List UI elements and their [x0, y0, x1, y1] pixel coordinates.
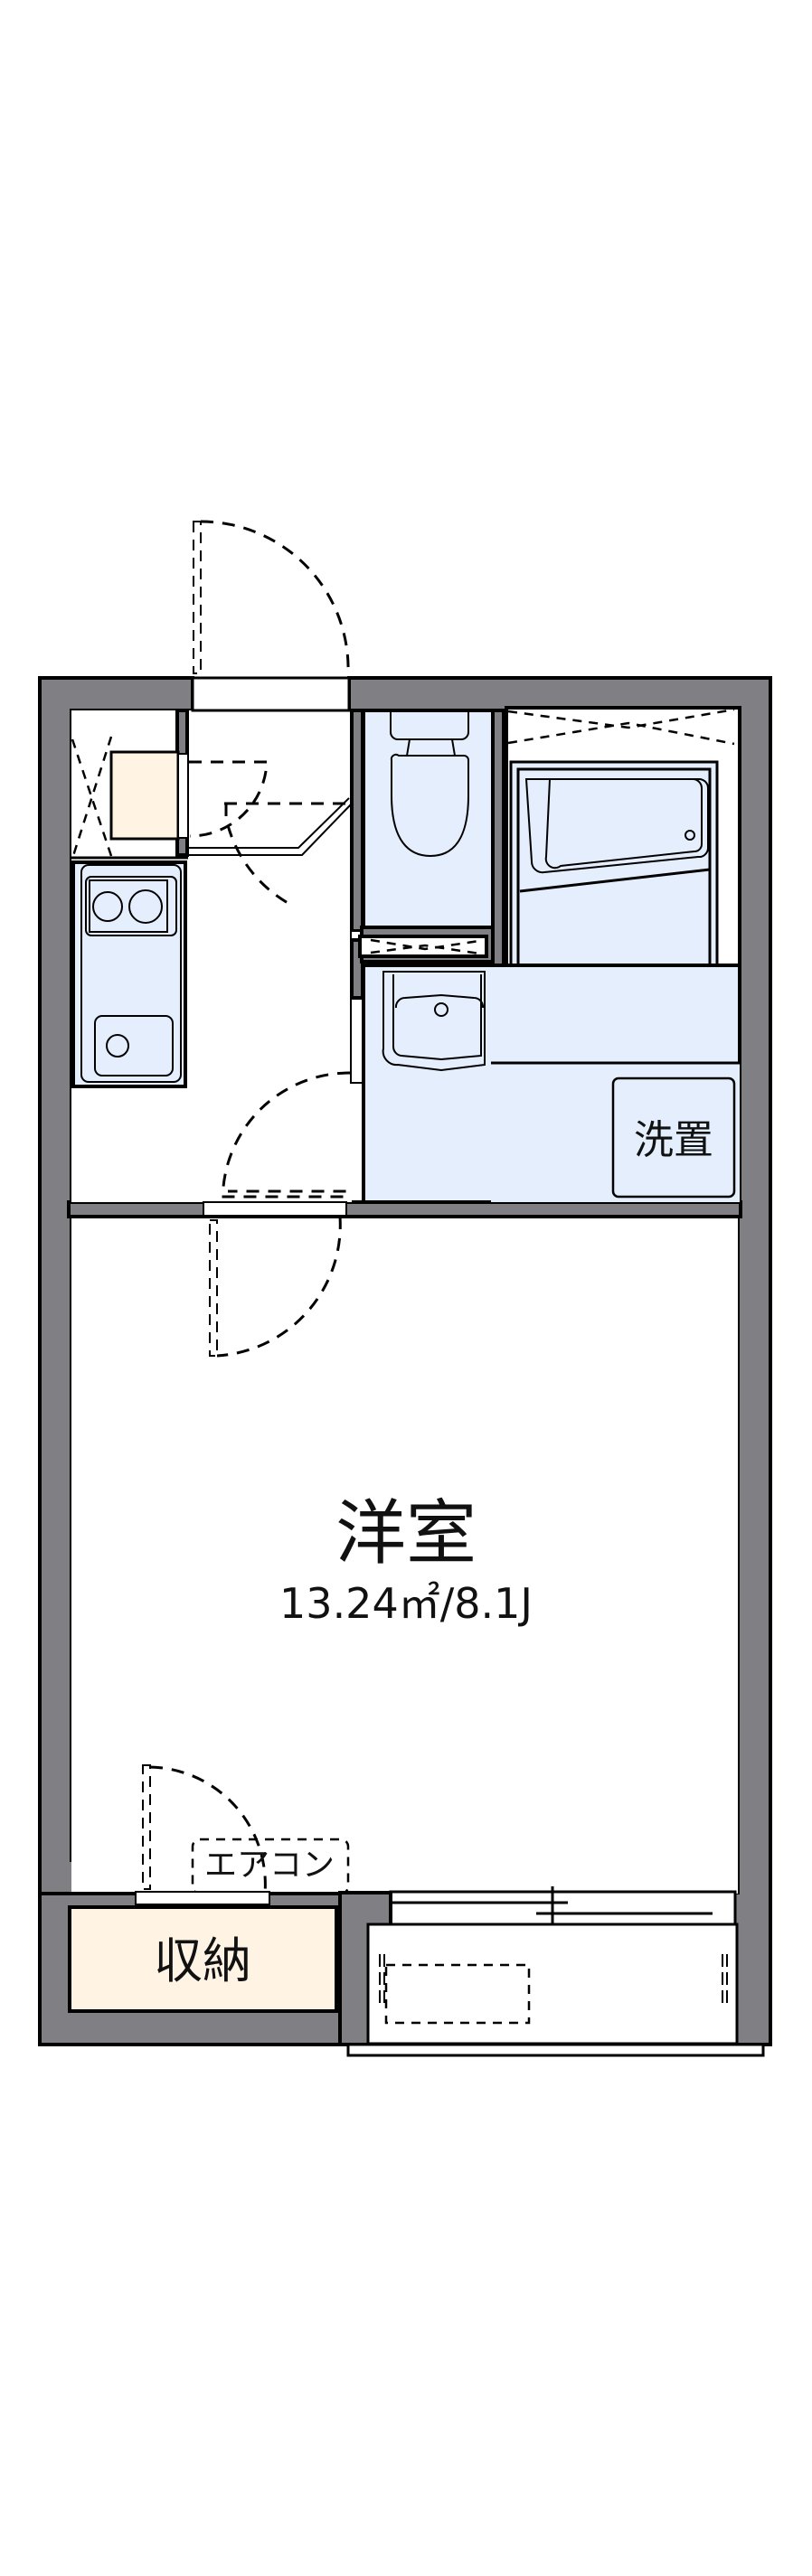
sink-icon — [94, 1015, 174, 1076]
bathtub-icon — [524, 777, 710, 874]
room-area: 13.24㎡/8.1J — [279, 1579, 533, 1628]
washroom: 洗置 — [362, 964, 741, 1204]
partition-wall-horizontal — [67, 1200, 742, 1218]
western-room-floor — [71, 1216, 738, 1894]
laundry-label: 洗置 — [634, 1117, 713, 1163]
air-conditioner: エアコン — [191, 1838, 350, 1895]
storage-label: 収納 — [154, 1932, 251, 1989]
washroom-door-swing — [222, 1071, 351, 1199]
toilet-door-swing — [224, 802, 348, 906]
laundry-space[interactable]: 洗置 — [611, 1076, 736, 1199]
entry-step — [189, 797, 352, 856]
aircon-label: エアコン — [204, 1847, 335, 1884]
toilet-room — [362, 709, 495, 929]
room-door[interactable] — [203, 1201, 347, 1358]
toilet-icon[interactable] — [390, 712, 469, 858]
storage-door[interactable] — [142, 1764, 267, 1894]
stove-icon — [85, 876, 177, 936]
opening-upper — [358, 935, 488, 958]
room-name: 洋室 — [335, 1493, 477, 1575]
western-room: 洋室 13.24㎡/8.1J — [279, 1493, 533, 1628]
kitchen-counter — [71, 860, 187, 1088]
closet-door-swing — [189, 760, 269, 838]
wet-area-partition — [350, 709, 364, 933]
shoe-closet — [71, 709, 189, 860]
storage-closet: 収納 — [38, 1891, 342, 2046]
washbasin-icon[interactable] — [382, 971, 486, 1072]
balcony — [338, 1891, 765, 2057]
entrance-door[interactable] — [191, 520, 351, 712]
